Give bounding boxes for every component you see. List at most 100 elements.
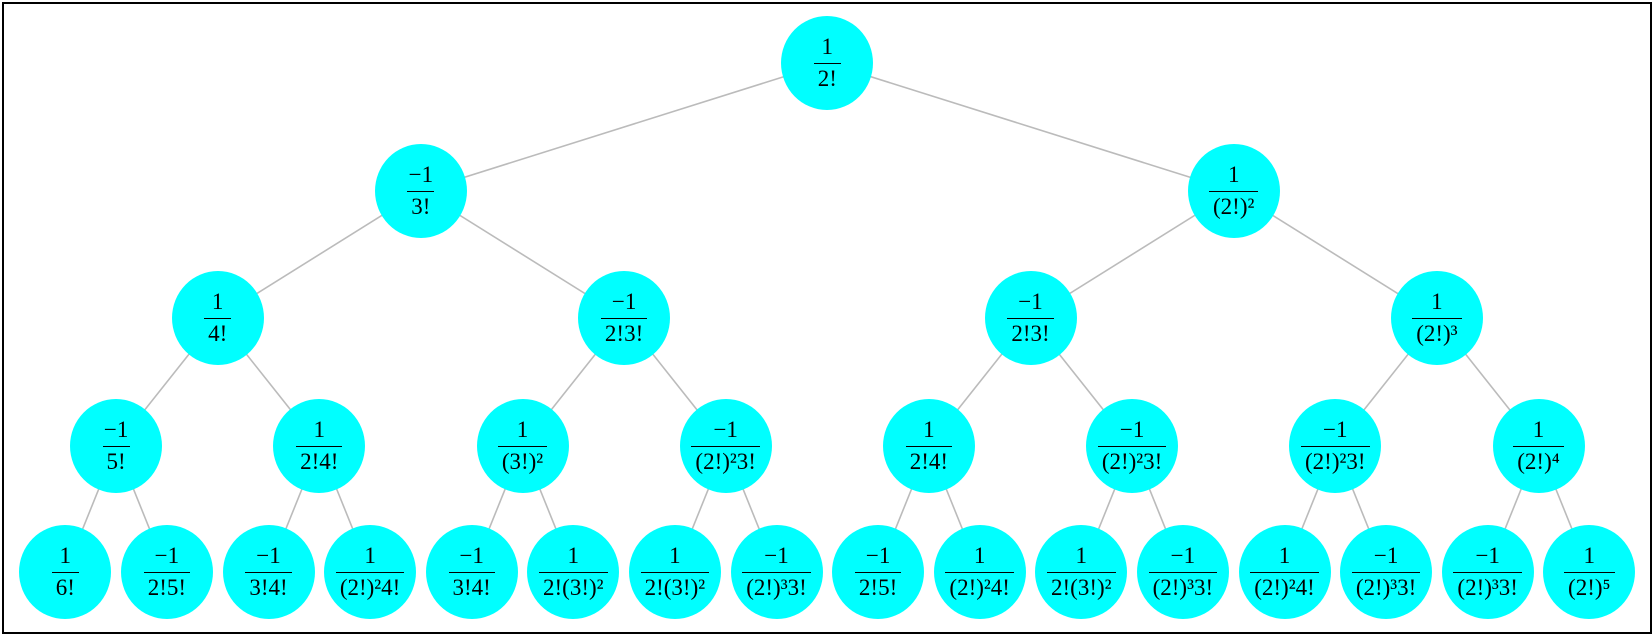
numerator: 1	[973, 543, 986, 569]
numerator: 1	[567, 543, 580, 569]
fraction: 1(2!)²4!	[945, 544, 1014, 599]
tree-node: −1(2!)³3!	[1441, 525, 1534, 619]
numerator: −1	[1373, 543, 1399, 569]
tree-node: 1(2!)⁵	[1543, 525, 1636, 619]
denominator: 4!	[204, 317, 232, 346]
denominator: (3!)²	[497, 445, 548, 474]
fraction: 1(2!)²4!	[335, 543, 405, 600]
fraction: −1(2!)³3!	[1351, 543, 1421, 600]
numerator: 1	[1532, 417, 1545, 443]
denominator: 3!	[407, 190, 435, 219]
fraction: 1(2!)³	[1412, 289, 1462, 346]
tree-node: 1(2!)²4!	[933, 525, 1026, 619]
denominator: (2!)²3!	[691, 445, 760, 474]
tree-node: −1(2!)²3!	[1289, 399, 1382, 493]
denominator: 2!(3!)²	[539, 571, 608, 600]
fraction: 1(2!)²	[1209, 162, 1259, 219]
denominator: (2!)²4!	[335, 571, 405, 600]
tree-node: 1(2!)²4!	[1238, 525, 1331, 619]
denominator: 2!4!	[905, 445, 953, 474]
numerator: −1	[611, 289, 637, 315]
denominator: 5!	[102, 445, 130, 474]
denominator: 6!	[51, 571, 79, 600]
numerator: −1	[1018, 289, 1043, 315]
numerator: −1	[865, 543, 891, 569]
fraction: 1(2!)²4!	[1250, 544, 1319, 599]
numerator: 1	[59, 543, 72, 569]
tree-node: 1(2!)²	[1187, 144, 1280, 238]
tree-node: 1(3!)²	[476, 399, 569, 493]
denominator: (2!)⁵	[1564, 571, 1615, 600]
denominator: (2!)²4!	[1250, 571, 1319, 600]
tree-node: 1(2!)³	[1390, 271, 1483, 365]
numerator: 1	[923, 417, 935, 443]
numerator: 1	[1431, 289, 1443, 315]
numerator: 1	[821, 34, 834, 60]
fraction: −1(2!)²3!	[1301, 418, 1370, 473]
denominator: 2!5!	[854, 571, 902, 600]
denominator: 2!5!	[143, 571, 191, 600]
denominator: (2!)²3!	[1097, 445, 1167, 474]
denominator: (2!)⁴	[1513, 445, 1564, 474]
denominator: (2!)²3!	[1301, 445, 1370, 474]
denominator: (2!)³3!	[742, 571, 811, 600]
numerator: 1	[1075, 543, 1088, 569]
denominator: (2!)³	[1412, 317, 1462, 346]
numerator: 1	[211, 289, 224, 315]
fraction: −1(2!)³3!	[1148, 544, 1218, 600]
denominator: 2!3!	[1007, 317, 1054, 346]
numerator: 1	[516, 417, 529, 443]
numerator: 1	[1583, 543, 1596, 569]
numerator: 1	[1278, 543, 1291, 569]
denominator: (2!)³3!	[1351, 571, 1421, 600]
numerator: −1	[459, 543, 484, 569]
denominator: (2!)²4!	[945, 571, 1014, 600]
fraction: 1(2!)⁵	[1564, 544, 1615, 599]
numerator: −1	[154, 543, 180, 569]
numerator: −1	[713, 417, 738, 443]
fraction: −1(2!)³3!	[742, 544, 811, 599]
denominator: 2!4!	[296, 445, 343, 474]
denominator: (2!)²	[1209, 190, 1259, 219]
fraction: −1(2!)³3!	[1453, 544, 1522, 599]
denominator: 2!	[813, 62, 841, 91]
numerator: −1	[1475, 543, 1500, 569]
tree-node: −1(2!)³3!	[1136, 525, 1229, 619]
numerator: −1	[256, 543, 281, 569]
denominator: 3!4!	[245, 571, 292, 600]
denominator: 3!4!	[448, 571, 495, 600]
tree-node: −1(2!)³3!	[1340, 525, 1433, 619]
denominator: (2!)³3!	[1148, 571, 1218, 600]
tree-node: −1(2!)³3!	[730, 525, 823, 619]
numerator: 1	[313, 417, 326, 443]
numerator: −1	[764, 543, 789, 569]
numerator: 1	[1227, 162, 1240, 188]
numerator: 1	[364, 543, 376, 569]
